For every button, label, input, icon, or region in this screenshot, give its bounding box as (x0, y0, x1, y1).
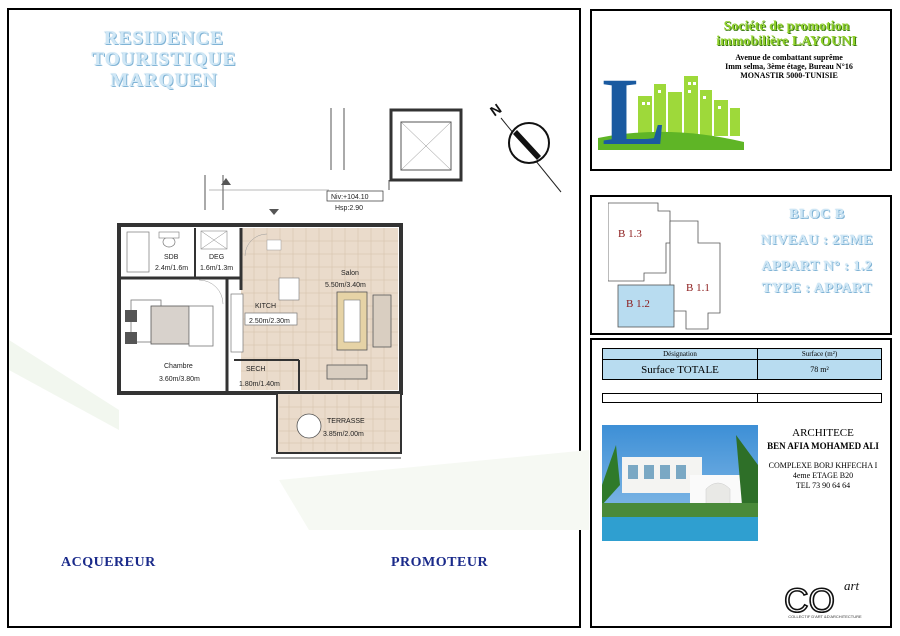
info-panel: Désignation Surface (m²) Surface TOTALE … (590, 338, 892, 628)
architect-logo-main: CO (784, 582, 835, 620)
total-surface-value: 78 m² (757, 359, 882, 380)
promoter-label: PROMOTEUR (391, 555, 489, 570)
architect-logo-sup: art (844, 578, 860, 593)
promoter-logo-letter: L (602, 58, 666, 151)
room-name-terrasse: TERRASSE (327, 418, 365, 425)
height-tag: Hsp:2.90 (335, 205, 363, 212)
table-row: Surface TOTALE 78 m² (602, 359, 882, 380)
promoter-address-line2: Imm selma, 3ème étage, Bureau N°16 (725, 62, 853, 71)
room-name-sech: SECH (246, 366, 265, 373)
bloc-tag-b13: B 1.3 (618, 228, 642, 240)
promoter-address-line1: Avenue de combattant suprême (735, 53, 843, 62)
residence-title: RESIDENCE TOURISTIQUE MARQUEN (29, 28, 299, 91)
room-size-deg: 1.6m/1.3m (200, 265, 233, 272)
room-name-deg: DEG (209, 254, 224, 261)
bloc-tag-b11: B 1.1 (686, 282, 710, 294)
room-size-terrasse: 3.85m/2.00m (323, 431, 364, 438)
bloc-title: BLOC B (789, 207, 845, 222)
compass-letter: N (487, 100, 504, 119)
column-header-surface: Surface (m²) (757, 348, 882, 360)
bloc-apartment-number: APPART N° : 1.2 (761, 259, 873, 274)
architect-logo: CO art (783, 578, 860, 621)
bloc-key-plan: B 1.3 B 1.2 B 1.1 (608, 202, 721, 330)
table-row (602, 393, 882, 403)
buyer-label: ACQUEREUR (61, 555, 156, 570)
total-surface-label: Surface TOTALE (602, 359, 758, 380)
promoter-name-line2: immobilière LAYOUNI (716, 34, 857, 49)
room-name-chambre: Chambre (164, 363, 193, 370)
table-row (602, 379, 882, 394)
floor-plan-frame: Niv:+104.10 Hsp:2.90 (7, 8, 589, 628)
bloc-type: TYPE : APPART (762, 281, 872, 296)
surface-table: Désignation Surface (m²) Surface TOTALE … (602, 348, 882, 403)
bloc-tag-b12: B 1.2 (626, 298, 650, 310)
room-size-sdb: 2.4m/1.6m (155, 265, 188, 272)
residence-title-line2: MARQUEN (110, 70, 218, 91)
promoter-address-line3: MONASTIR 5000-TUNISIE (740, 71, 838, 80)
promoter-name-line1: Société de promotion (723, 19, 850, 34)
residence-title-line1: RESIDENCE TOURISTIQUE (91, 28, 237, 70)
bloc-panel: B 1.3 B 1.2 B 1.1 BLOC B NIVEAU : 2EME A… (590, 195, 892, 335)
room-name-salon: Salon (341, 270, 359, 277)
column-header-designation: Désignation (602, 348, 758, 360)
level-tag: Niv:+104.10 (331, 194, 369, 201)
promoter-logo: L (598, 58, 744, 151)
room-size-salon: 5.50m/3.40m (325, 282, 366, 289)
room-size-sech: 1.80m/1.40m (239, 381, 280, 388)
architect-title: ARCHITECE (792, 427, 854, 439)
architect-address-line2: 4eme ETAGE B20 (792, 471, 854, 480)
compass-icon: N (487, 100, 562, 193)
bloc-level: NIVEAU : 2EME (760, 233, 874, 248)
architecture-photo (602, 425, 758, 620)
room-size-chambre: 3.60m/3.80m (159, 376, 200, 383)
room-name-sdb: SDB (164, 254, 179, 261)
table-header-row: Désignation Surface (m²) (602, 348, 882, 360)
room-name-kitchen: KITCH (255, 303, 276, 310)
promoter-panel: L Société de promotion immobilière LAYOU… (590, 9, 892, 171)
architect-address-line1: COMPLEXE BORJ KHFECHA I (768, 461, 878, 470)
architect-phone: TEL 73 90 64 64 (795, 481, 851, 490)
architect-logo-tagline: COLLECTIF D'ART &D'ARCHITECTURE (788, 614, 862, 619)
floor-plan: Niv:+104.10 Hsp:2.90 (9, 108, 589, 530)
architect-name: BEN AFIA MOHAMED ALI (767, 441, 879, 451)
room-size-kitchen: 2.50m/2.30m (249, 318, 290, 325)
